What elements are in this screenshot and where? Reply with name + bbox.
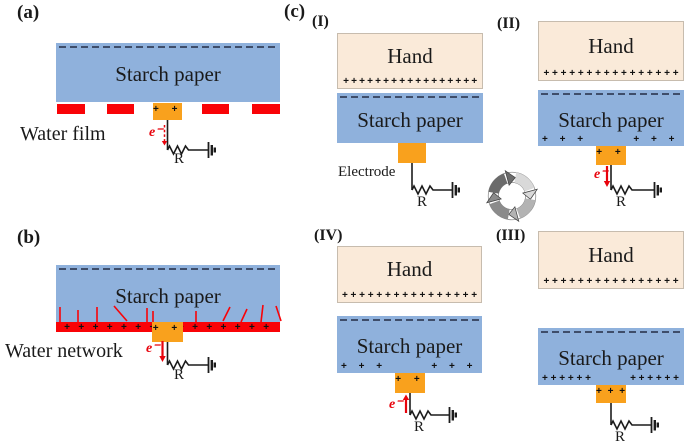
- paper-charges-right: + + +: [431, 361, 477, 372]
- stage-iv-label: (IV): [314, 227, 343, 244]
- hand-label: Hand: [588, 33, 634, 58]
- paper-top-dashed-line: [340, 319, 479, 321]
- cycle-arrows-icon: [485, 169, 539, 223]
- resistor-label-i: R: [417, 194, 428, 210]
- paper-charges-left: + + +: [341, 361, 387, 372]
- stage-i-label: (I): [312, 13, 329, 30]
- electron-label-a: e⁻: [149, 125, 163, 140]
- paper-top-dashed-line: [59, 46, 277, 48]
- hand-charges: + + + + + + + + + + + + + + + +: [543, 68, 679, 79]
- hand-charges: + + + + + + + + + + + + + + + + +: [343, 76, 477, 87]
- electrode-iv: + +: [395, 373, 425, 393]
- electrode-ii: + +: [596, 146, 626, 165]
- circuit-b: [159, 341, 217, 373]
- resistor-label-ii: R: [616, 194, 627, 210]
- starch-paper-iii: Starch paper + + + + + + + + + + + +: [538, 328, 684, 385]
- panel-b-label: (b): [17, 227, 41, 248]
- hand-charges: + + + + + + + + + + + + + + + +: [543, 276, 679, 287]
- electron-label-b: e⁻: [146, 341, 160, 356]
- resistor-label-iv: R: [414, 419, 425, 435]
- paper-top-dashed-line: [541, 331, 681, 333]
- paper-charges-left: + + + + + +: [542, 373, 591, 384]
- paper-charges-right: + + + + + +: [630, 373, 679, 384]
- stage-iii-label: (III): [496, 227, 526, 244]
- water-film-segment: [56, 103, 85, 114]
- paper-top-dashed-line: [59, 268, 277, 270]
- electrode-charges: + +: [596, 147, 626, 158]
- circuit-ii: [603, 165, 662, 198]
- starch-paper-label: Starch paper: [115, 62, 221, 86]
- paper-charges: + + + + + +: [341, 361, 477, 372]
- electrode-charges: + +: [153, 104, 183, 115]
- starch-paper-iv: Starch paper + + + + + +: [337, 316, 482, 373]
- resistor-label-iii: R: [615, 429, 626, 445]
- panel-a-label: (a): [17, 2, 40, 23]
- water-film-caption: Water film: [20, 123, 106, 145]
- stage-ii-label: (II): [497, 15, 521, 32]
- electrode-iii: + + +: [596, 385, 626, 403]
- panel-a-starch-paper: Starch paper: [56, 43, 280, 102]
- electrode-charges: + +: [395, 374, 425, 385]
- water-film-segment: [106, 103, 134, 114]
- hand-block-i: Hand + + + + + + + + + + + + + + + + +: [337, 33, 483, 89]
- electrode-charges: + +: [152, 323, 183, 334]
- paper-top-dashed-line: [541, 93, 681, 95]
- panel-b-starch-paper: Starch paper: [56, 265, 280, 323]
- resistor-label-b: R: [174, 367, 185, 383]
- resistor-label-a: R: [174, 151, 185, 167]
- hand-block-iv: Hand + + + + + + + + + + + + + + + +: [337, 246, 482, 303]
- paper-charges-right: + + +: [633, 134, 679, 145]
- paper-charges: + + + + + + + + + + + +: [542, 373, 679, 384]
- starch-paper-label: Starch paper: [115, 283, 221, 308]
- starch-paper-ii: Starch paper + + + + + +: [538, 90, 684, 146]
- circuit-a: [161, 120, 217, 158]
- paper-charges-left: + + +: [542, 134, 588, 145]
- starch-paper-i: Starch paper: [337, 93, 483, 143]
- hand-block-ii: Hand + + + + + + + + + + + + + + + +: [538, 21, 684, 81]
- hand-charges: + + + + + + + + + + + + + + + +: [341, 290, 478, 301]
- hand-label: Hand: [588, 242, 634, 267]
- water-film-segment: [201, 103, 229, 114]
- water-film-segment: [251, 103, 280, 114]
- electrode-a: + +: [153, 103, 182, 120]
- hand-label: Hand: [386, 257, 433, 281]
- panel-c-label: (c): [284, 1, 306, 22]
- electrode-caption: Electrode: [338, 164, 396, 180]
- paper-top-dashed-line: [340, 96, 480, 98]
- electrode-b: + +: [152, 322, 183, 342]
- starch-paper-label: Starch paper: [356, 334, 463, 358]
- hand-label: Hand: [387, 43, 433, 68]
- electron-label-ii: e⁻: [594, 167, 608, 182]
- starch-paper-label: Starch paper: [558, 346, 664, 370]
- starch-paper-label: Starch paper: [357, 107, 463, 132]
- circuit-i: [411, 163, 460, 198]
- hand-block-iii: Hand + + + + + + + + + + + + + + + +: [538, 231, 684, 289]
- electron-label-iv: e⁻: [389, 397, 403, 412]
- circuit-iv: [402, 393, 457, 423]
- electrode-charges: + + +: [596, 386, 627, 397]
- starch-paper-label: Starch paper: [558, 107, 664, 132]
- paper-charges: + + + + + +: [542, 134, 679, 145]
- water-network-caption: Water network: [5, 340, 123, 362]
- electrode-i: [398, 143, 426, 163]
